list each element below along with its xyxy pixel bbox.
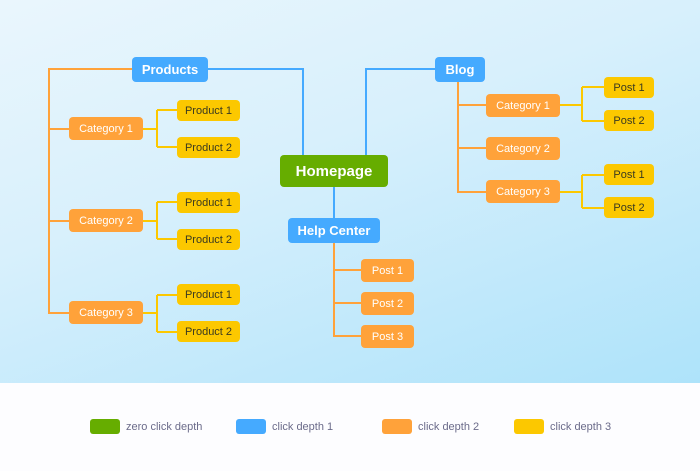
node-blog-category-2: Category 2 (486, 137, 560, 160)
connector-lines (48, 68, 604, 337)
node-help-post: Post 2 (361, 292, 414, 315)
node-blog-category-3: Category 3 (486, 180, 560, 203)
legend: zero click depth click depth 1 click dep… (0, 383, 700, 471)
legend-label: zero click depth (126, 420, 203, 433)
site-structure-diagram: Homepage Products Help Center Blog Categ… (0, 0, 700, 383)
line-cat3-products (143, 294, 177, 333)
line-blog-trunk (457, 82, 486, 193)
node-blog-category-1: Category 1 (486, 94, 560, 117)
legend-label: click depth 2 (418, 420, 480, 433)
legend-item-depth-1: click depth 1 (236, 419, 333, 434)
legend-swatch-orange (382, 419, 412, 434)
line-blog-cat1-posts (560, 86, 604, 122)
legend-item-depth-2: click depth 2 (382, 419, 479, 434)
node-homepage: Homepage (280, 155, 388, 187)
node-product: Product 1 (177, 284, 240, 305)
node-blog: Blog (435, 57, 485, 82)
line-products-trunk (48, 68, 132, 314)
line-home-blog (365, 68, 435, 155)
legend-label: click depth 3 (550, 420, 612, 433)
node-product: Product 1 (177, 192, 240, 213)
node-product: Product 2 (177, 321, 240, 342)
node-blog-post: Post 1 (604, 77, 654, 98)
node-blog-post: Post 2 (604, 110, 654, 131)
line-help-posts (333, 243, 361, 337)
legend-item-zero: zero click depth (90, 419, 202, 434)
legend-swatch-green (90, 419, 120, 434)
node-product: Product 1 (177, 100, 240, 121)
node-blog-post: Post 2 (604, 197, 654, 218)
legend-swatch-yellow (514, 419, 544, 434)
legend-swatch-blue (236, 419, 266, 434)
node-help-center: Help Center (288, 218, 380, 243)
node-products-category-3: Category 3 (69, 301, 143, 324)
line-cat2-products (143, 201, 177, 240)
node-product: Product 2 (177, 229, 240, 250)
legend-item-depth-3: click depth 3 (514, 419, 611, 434)
node-products-category-1: Category 1 (69, 117, 143, 140)
node-products-category-2: Category 2 (69, 209, 143, 232)
legend-label: click depth 1 (272, 420, 334, 433)
node-product: Product 2 (177, 137, 240, 158)
node-help-post: Post 1 (361, 259, 414, 282)
line-home-products (208, 68, 304, 155)
node-help-post: Post 3 (361, 325, 414, 348)
line-cat1-products (143, 109, 177, 148)
node-blog-post: Post 1 (604, 164, 654, 185)
line-blog-cat3-posts (560, 174, 604, 209)
node-products: Products (132, 57, 208, 82)
